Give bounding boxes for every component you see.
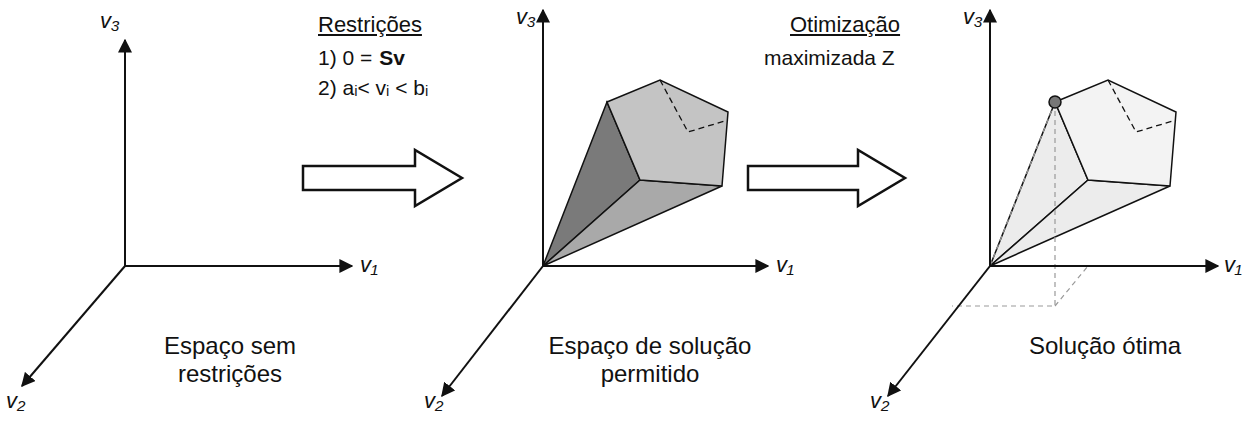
step-heading: Restrições — [318, 12, 422, 37]
panel-caption: Espaço sem restrições — [145, 332, 315, 387]
axis-label: v₁ — [1224, 252, 1242, 277]
axis-label: v₂ — [424, 388, 443, 413]
axis-label: v₂ — [6, 388, 25, 413]
constraint-text: 1) 0 = — [318, 46, 372, 70]
axis-label: v₁ — [776, 252, 794, 277]
panel-caption: Solução ótima — [1010, 332, 1200, 360]
constraint-text: 2) aᵢ< vᵢ < bᵢ — [318, 76, 428, 100]
matrix-symbol: Sv — [379, 46, 405, 70]
axis-label: v₃ — [100, 8, 120, 33]
panel-caption: Espaço de solução permitido — [530, 332, 770, 387]
axis-label: v₁ — [360, 252, 378, 277]
step-heading: Otimização — [790, 12, 900, 37]
axis-label: v₃ — [963, 4, 983, 29]
axis-label: v₂ — [870, 388, 889, 413]
objective-text: maximizada Z — [764, 46, 895, 70]
axis-label: v₃ — [516, 4, 536, 29]
